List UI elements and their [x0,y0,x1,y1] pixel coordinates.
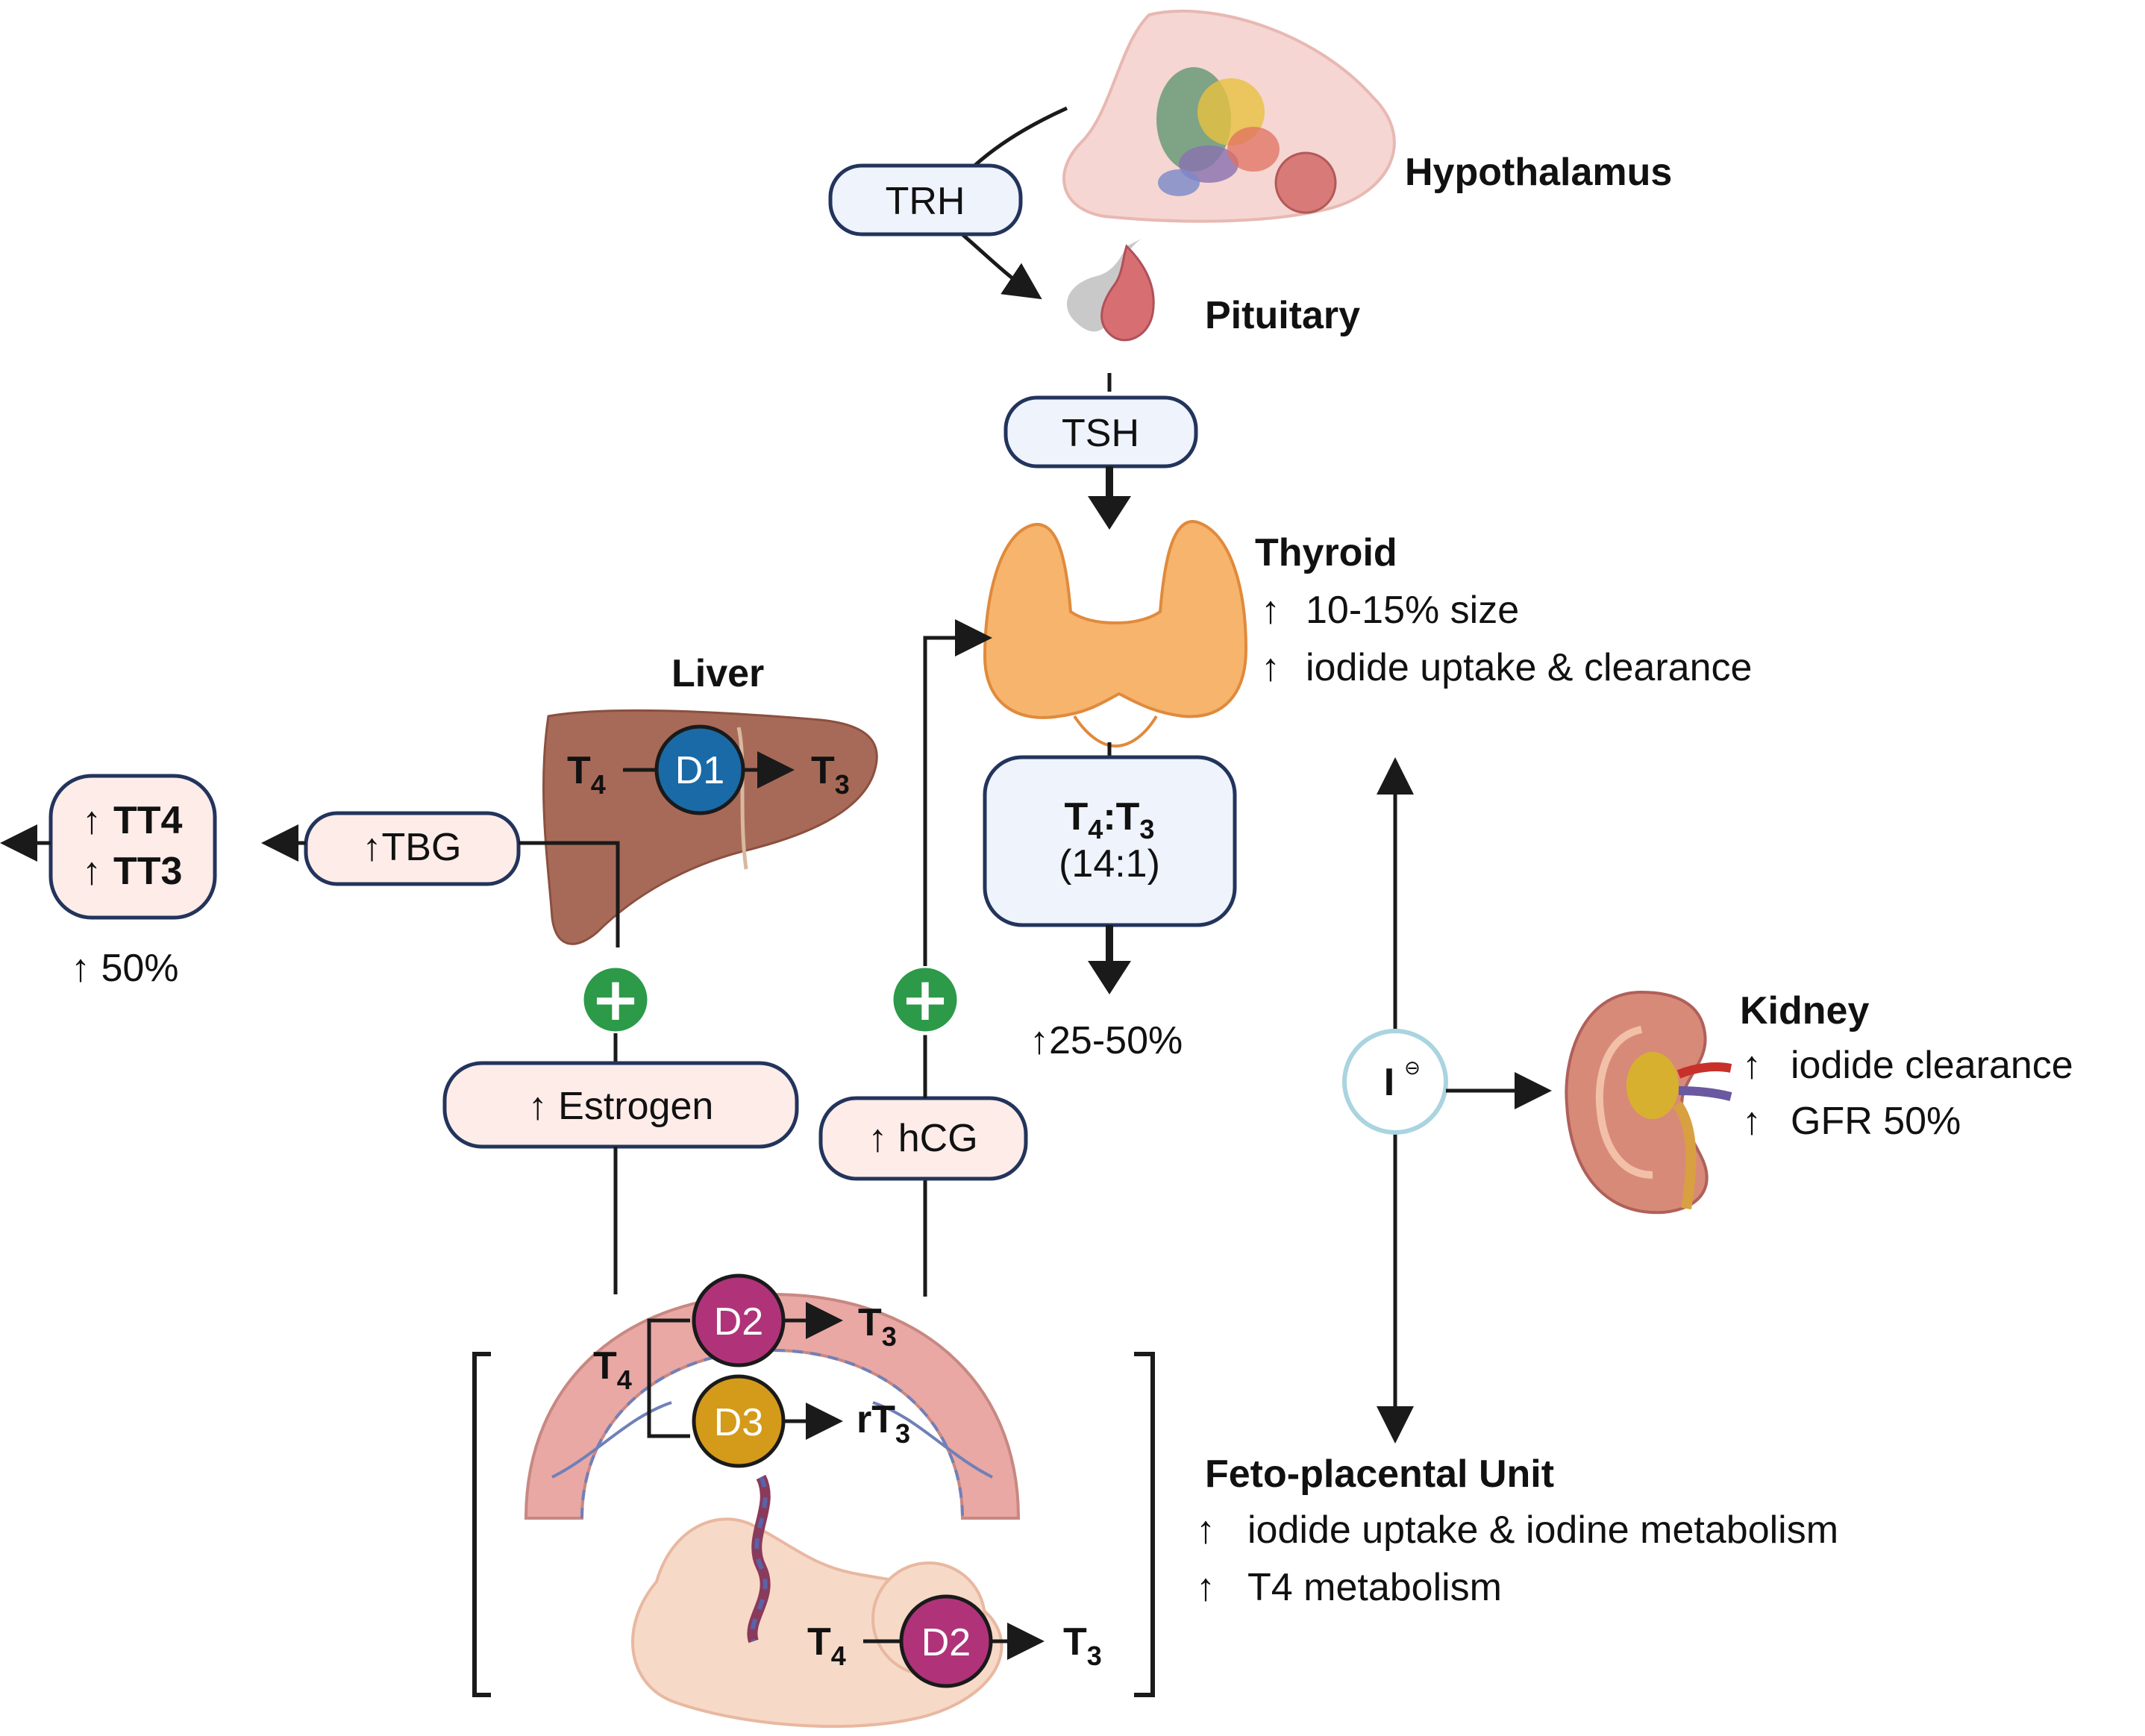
placenta-rt3-label: rT3 [857,1398,910,1449]
tsh-to-thyroid-arrowhead [1088,496,1131,530]
tbg-box [304,811,521,886]
right-bracket [1134,1352,1155,1697]
placenta-t4-label: T4 [593,1344,632,1395]
hcg-plus-symbol: + [900,965,950,1034]
tsh-box [1003,395,1198,469]
trh-arrow [957,230,1042,300]
tt4-label: TT4 [113,799,183,842]
tt4-arrow: ↑ [82,799,101,842]
iodide-charge: ⊖ [1404,1057,1421,1079]
fetal-t3-label: T3 [1063,1620,1102,1671]
feto-note-1-arrow: ↑ [1196,1508,1215,1552]
kidney-label: Kidney [1740,989,1869,1032]
hypothalamus-illustration [1062,9,1396,223]
hypothalamus-label: Hypothalamus [1405,151,1672,194]
d3-label: D3 [714,1401,763,1444]
thyroid-note-1: 10-15% size [1306,589,1519,632]
hcg-to-thyroid-arrow [923,619,992,966]
d2-placenta-label: D2 [714,1300,763,1344]
kidney-note-2: GFR 50% [1791,1100,1961,1143]
pituitary-label: Pituitary [1205,294,1360,337]
kidney-note-2-arrow: ↑ [1742,1100,1762,1143]
liver-label: Liver [671,652,764,695]
thyroid-output-change: ↑25-50% [1030,1019,1183,1062]
hcg-label: ↑ hCG [868,1117,977,1160]
trh-label: TRH [886,180,965,223]
thyroid-illustration [983,520,1248,748]
iodide-node [1342,1029,1448,1135]
feto-note-2-arrow: ↑ [1196,1566,1215,1609]
ratio-label: T4:T3 [1065,795,1155,845]
ratio-down-arrowhead [1088,961,1131,994]
total-hormones-increase: ↑ 50% [71,947,179,990]
t4-bracket [647,1318,690,1438]
d2-fetal-label: D2 [921,1621,971,1664]
feto-note-1: iodide uptake & iodine metabolism [1247,1508,1838,1552]
feto-note-2: T4 metabolism [1247,1566,1502,1609]
pituitary-illustration [1067,239,1155,342]
feto-placental-label: Feto-placental Unit [1205,1453,1554,1496]
total-hormones-box [48,774,217,920]
d1-label: D1 [675,749,724,792]
kidney-illustration [1565,990,1732,1215]
left-bracket [472,1352,491,1697]
placenta-t3-label: T3 [858,1301,897,1352]
thyroid-note-1-arrow: ↑ [1261,589,1280,632]
ratio-value: (14:1) [1059,842,1160,886]
liver-t-label: T4 [567,749,606,800]
tt3-arrow: ↑ [82,850,101,893]
liver-to-tbg-line [519,841,620,947]
estrogen-box [442,1061,799,1149]
iodide-symbol: I [1384,1061,1394,1104]
fetal-t4-label: T4 [807,1620,846,1671]
tbg-label: ↑TBG [363,826,462,869]
kidney-note-1-arrow: ↑ [1742,1044,1762,1087]
estrogen-label: ↑ Estrogen [528,1085,714,1128]
estrogen-plus-symbol: + [590,965,640,1034]
kidney-note-1: iodide clearance [1791,1044,2073,1087]
trh-box [828,163,1023,236]
ratio-box [983,755,1237,927]
liver-t3-label: T3 [811,749,850,800]
tsh-label: TSH [1062,412,1139,455]
thyroid-label: Thyroid [1255,531,1397,574]
thyroid-note-2-arrow: ↑ [1261,646,1280,689]
tt3-label: TT3 [113,850,182,893]
thyroid-note-2: iodide uptake & clearance [1306,646,1752,689]
